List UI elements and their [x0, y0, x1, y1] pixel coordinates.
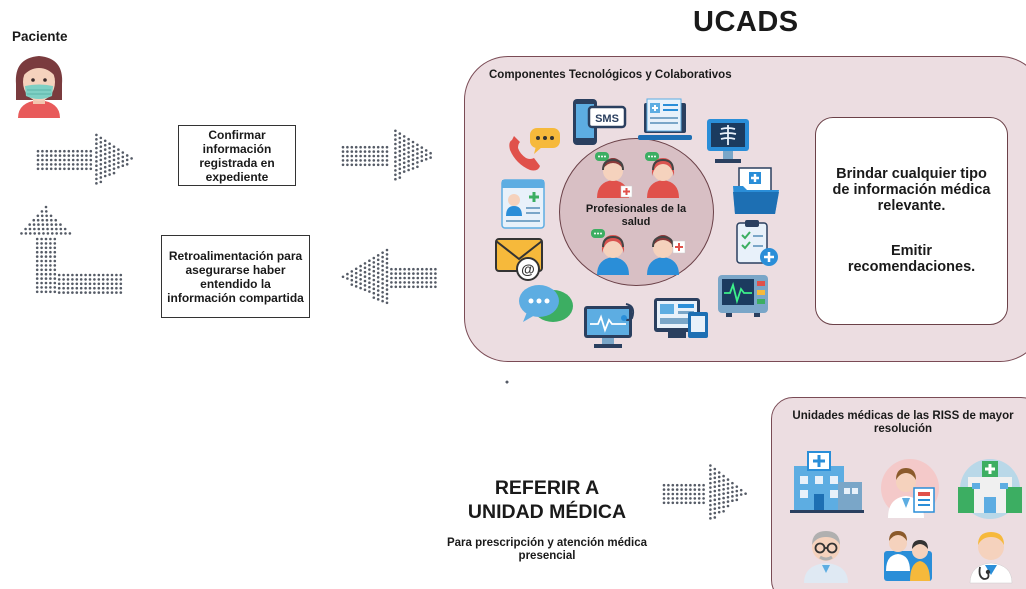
folder-medical-icon: [729, 166, 783, 216]
health-professionals-label: Profesionales de la salud: [585, 203, 687, 228]
health-professionals-circle: [559, 138, 714, 286]
arrow-corner-feedback-to-patient: [20, 205, 123, 294]
ecg-monitor-icon: [716, 271, 772, 319]
xray-monitor-icon: [703, 115, 753, 167]
doctor-consult-icon: [880, 527, 936, 583]
refer-title-line1: REFERIR A: [494, 477, 600, 499]
arrow-right-refer-to-riss: [662, 464, 747, 520]
doctor-glasses-icon: [800, 527, 852, 583]
confirm-info-box: Confirmar información registrada en expe…: [178, 125, 296, 186]
arrow-left-panel-to-feedback: [341, 248, 437, 305]
doctor-report-icon: [878, 458, 942, 518]
tech-panel-title: Componentes Tecnológicos y Colaborativos: [489, 69, 732, 81]
computer-screens-icon: [652, 294, 710, 342]
svg-text:@: @: [521, 261, 535, 277]
professionals-top-icon: [591, 152, 687, 198]
doctor-stethoscope-icon: [966, 527, 1016, 584]
info-card: [815, 117, 1008, 325]
refer-subtitle: Para prescripción y atención médica pres…: [446, 537, 648, 562]
clipboard-checklist-icon: [731, 219, 781, 267]
medical-record-laptop-icon: [636, 97, 694, 145]
arrow-right-patient-to-confirm: [36, 133, 133, 185]
sms-phone-icon: SMS: [569, 97, 627, 147]
info-card-line1: Brindar cualquier tipo de información mé…: [832, 166, 991, 214]
patient-masked-icon: [8, 50, 70, 120]
patient-label: Paciente: [12, 29, 68, 44]
arrow-right-confirm-to-panel: [341, 129, 432, 181]
refer-title-line2: UNIDAD MÉDICA: [467, 501, 627, 523]
professionals-bottom-icon: [591, 229, 687, 275]
hospital-building-icon: [786, 450, 866, 514]
phone-chat-icon: [504, 126, 562, 172]
info-card-line2: Emitir recomendaciones.: [847, 243, 976, 275]
feedback-info-box: Retroalimentación para asegurarse haber …: [161, 235, 310, 318]
telemedicine-monitor-icon: [582, 302, 638, 352]
chat-bubbles-icon: [517, 282, 575, 326]
page-title: UCADS: [693, 6, 799, 38]
arrow-down-panel-to-refer: [505, 380, 509, 384]
patient-profile-icon: [498, 178, 548, 230]
email-icon: @: [494, 237, 552, 281]
clinic-building-icon: [954, 457, 1026, 519]
riss-panel-title: Unidades médicas de las RISS de mayor re…: [792, 410, 1014, 435]
sms-label: SMS: [595, 113, 619, 125]
